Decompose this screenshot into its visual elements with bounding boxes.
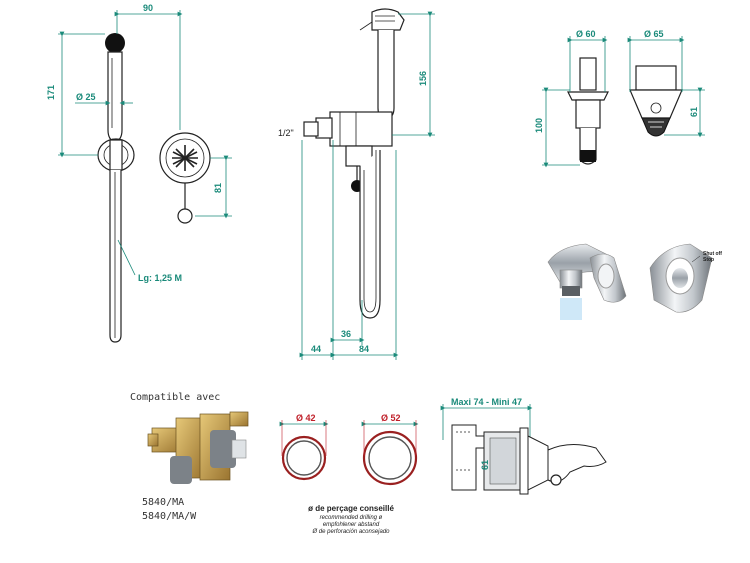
shutoff-label-line2: Stop xyxy=(703,257,714,263)
drilling-title: ø de perçage conseillé xyxy=(308,504,394,513)
dim-25: Ø 25 xyxy=(76,92,96,102)
compat-ref-2: 5840/MA/W xyxy=(142,511,197,522)
maxi-mini-label: Maxi 74 - Mini 47 xyxy=(451,397,522,407)
dim-171: 171 xyxy=(46,85,56,100)
handset-head-icon xyxy=(105,33,125,53)
thread-size-label: 1/2" xyxy=(278,128,294,138)
dim-65: Ø 65 xyxy=(644,29,664,39)
compat-ref-1: 5840/MA xyxy=(142,497,184,508)
install-section: Maxi 74 - Mini 47 61 xyxy=(440,397,607,495)
dim-36: 36 xyxy=(341,329,351,339)
shutoff-label-line1: Shut off xyxy=(703,251,722,257)
compatible-title: Compatible avec xyxy=(130,392,220,403)
hose-length-label: Lg: 1,25 M xyxy=(138,273,182,283)
drill-dim-52: Ø 52 xyxy=(381,413,401,423)
dim-60: Ø 60 xyxy=(576,29,596,39)
dim-61: 61 xyxy=(689,107,699,117)
dim-100: 100 xyxy=(534,118,544,133)
dim-156: 156 xyxy=(418,71,428,86)
valve-grid-icon xyxy=(172,145,198,171)
dim-84: 84 xyxy=(359,344,369,354)
front-view: 90 171 Ø 25 81 Lg: 1,25 M xyxy=(46,3,232,343)
install-small-dim: 61 xyxy=(480,460,490,470)
drilling-en: recommended drilling ø xyxy=(320,515,383,521)
valve-detail-views: Ø 60 Ø 65 100 61 xyxy=(534,29,705,168)
drill-dim-42: Ø 42 xyxy=(296,413,316,423)
drilling-de: empfohlener abstand xyxy=(323,522,380,528)
dim-90: 90 xyxy=(143,3,153,13)
drilling-es: Ø de perforación aconsejado xyxy=(311,529,390,535)
dim-44: 44 xyxy=(311,344,321,354)
shutoff-renders: Shut off Stop xyxy=(547,243,722,320)
compatible-block: Compatible avec 5840/MA 5840/MA/W xyxy=(130,392,249,522)
dim-81: 81 xyxy=(213,183,223,193)
drilling-rings: Ø 42 Ø 52 ø de perçage conseillé recomme… xyxy=(279,413,419,535)
side-view: 156 1/2" 36 44 84 xyxy=(278,8,435,360)
